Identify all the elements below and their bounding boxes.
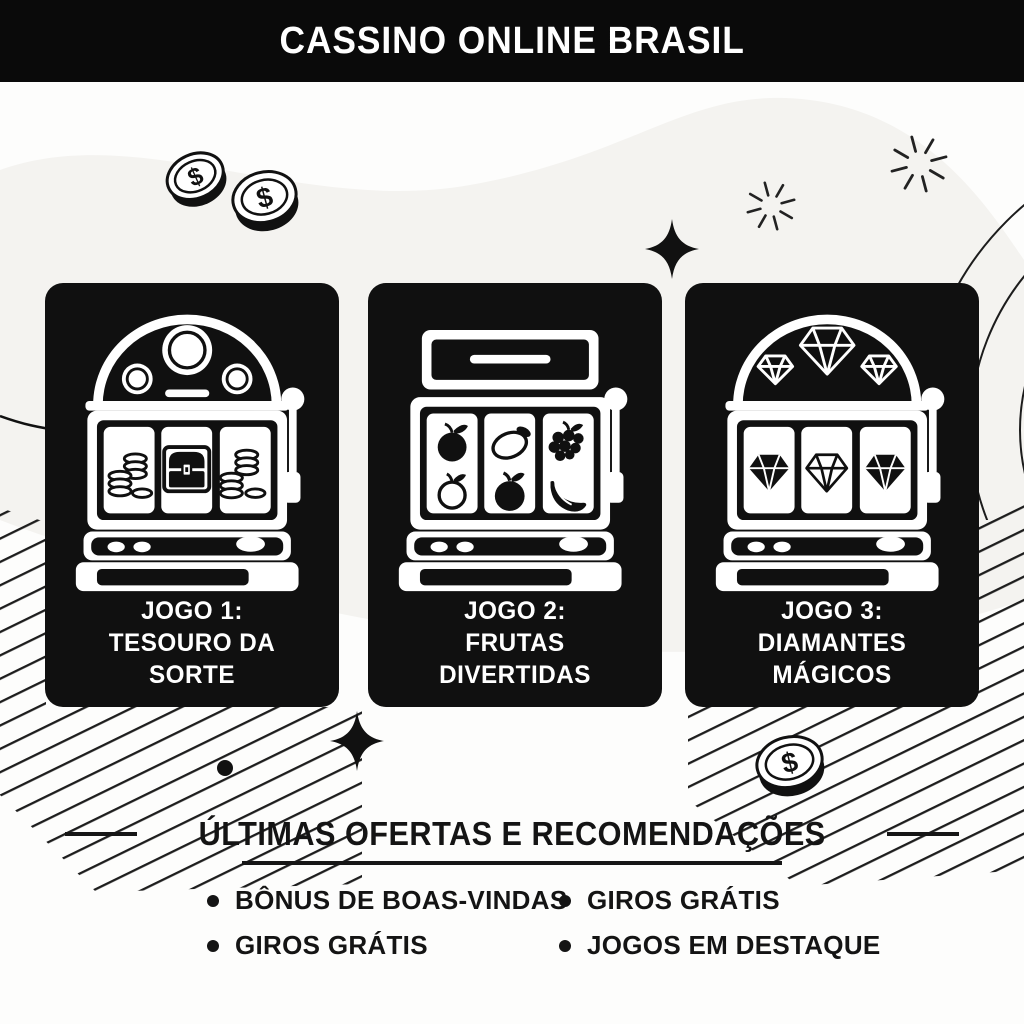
offer-item-label: JOGOS EM DESTAQUE — [587, 930, 881, 960]
dot-icon — [217, 760, 233, 776]
treasure-chest-symbol — [162, 445, 212, 494]
offers-heading-row: ÚLTIMAS OFERTAS E RECOMENDAÇÕES — [0, 815, 1024, 853]
machine-lever — [921, 387, 945, 503]
four-point-star-icon — [330, 711, 384, 771]
sparkle-burst-icon — [746, 181, 796, 231]
offer-item: GIROS GRÁTIS — [207, 930, 559, 961]
machine-base — [715, 531, 939, 592]
game-card-jogo-3[interactable]: JOGO 3: DIAMANTES MÁGICOS — [685, 283, 979, 707]
bullet-icon — [559, 894, 571, 907]
four-point-star-icon — [645, 219, 699, 279]
offers-heading: ÚLTIMAS OFERTAS E RECOMENDAÇÕES — [198, 815, 826, 852]
fruit-grapes-symbol — [548, 420, 584, 461]
heading-underline — [242, 861, 782, 865]
diamond-filled-symbol — [865, 454, 906, 492]
offers-list: BÔNUS DE BOAS-VINDAS GIROS GRÁTIS GIROS … — [207, 885, 887, 961]
offer-item-label: BÔNUS DE BOAS-VINDAS — [235, 885, 568, 915]
sparkle-burst-icon — [890, 135, 948, 193]
slot-machine-diamonds-icon — [715, 314, 945, 592]
slot-machine-fruits-icon — [398, 329, 628, 592]
bullet-icon — [207, 939, 219, 952]
offer-item-label: GIROS GRÁTIS — [587, 885, 780, 915]
game-card-jogo-1[interactable]: JOGO 1: TESOURO DA SORTE — [45, 283, 339, 707]
machine-base — [75, 531, 299, 592]
machine-lever — [281, 387, 305, 503]
offer-item: BÔNUS DE BOAS-VINDAS — [207, 885, 567, 916]
header-bar: CASSINO ONLINE BRASIL — [0, 0, 1024, 82]
diamond-symbols-top — [756, 326, 898, 386]
game-card-title: JOGO 1: TESOURO DA SORTE — [108, 597, 276, 689]
diamond-outline-symbol — [805, 453, 849, 493]
diamond-filled-symbol — [748, 454, 790, 492]
game-card-title: JOGO 2: FRUTAS DIVERTIDAS — [439, 597, 591, 689]
game-card-jogo-2[interactable]: JOGO 2: FRUTAS DIVERTIDAS — [368, 283, 662, 707]
heading-left-dash — [64, 832, 137, 836]
fruit-orange-symbol — [437, 422, 468, 462]
fruit-lemon-symbol — [491, 426, 531, 460]
fruit-apple-dark-symbol — [494, 471, 525, 511]
heading-right-dash — [887, 832, 960, 836]
offer-item: JOGOS EM DESTAQUE — [559, 930, 887, 961]
coin-icon: $ — [755, 735, 825, 797]
machine-base — [398, 531, 622, 592]
coins-symbol — [107, 452, 154, 499]
fruit-banana-symbol — [550, 481, 587, 512]
coin-icon: $ — [165, 151, 227, 207]
slot-machine-treasure-icon — [75, 314, 305, 592]
bullet-icon — [207, 894, 219, 907]
offer-item-label: GIROS GRÁTIS — [235, 930, 428, 960]
bullet-icon — [559, 939, 571, 952]
machine-lever — [604, 387, 628, 503]
coins-symbol — [218, 448, 267, 500]
offer-item: GIROS GRÁTIS — [559, 885, 887, 916]
game-card-title: JOGO 3: DIAMANTES MÁGICOS — [757, 597, 907, 689]
offers-section: ÚLTIMAS OFERTAS E RECOMENDAÇÕES BÔNUS DE… — [0, 815, 1024, 961]
fruit-apple-outline-symbol — [437, 472, 467, 510]
coin-icon: $ — [231, 170, 299, 232]
page-title: CASSINO ONLINE BRASIL — [279, 19, 745, 62]
